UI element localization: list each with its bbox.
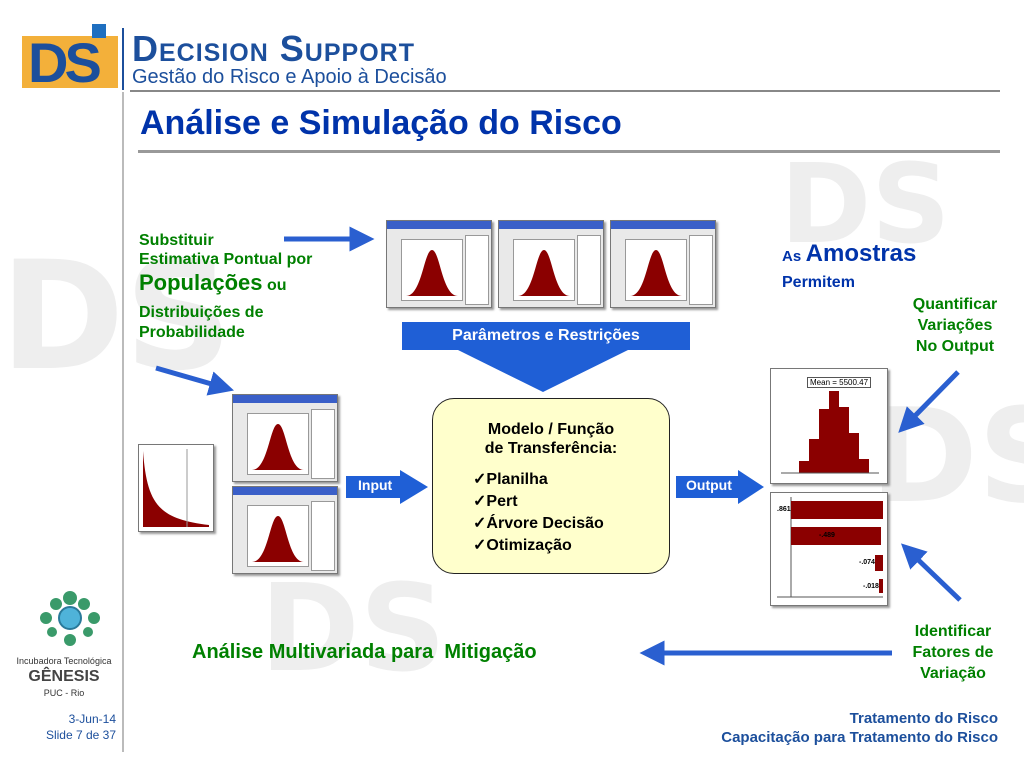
tornado-bar-1 bbox=[791, 501, 883, 519]
arrow-from-identificar bbox=[900, 543, 962, 602]
amostras-text: Amostras bbox=[805, 240, 917, 267]
tornado-bar-4 bbox=[879, 579, 883, 593]
watermark-ds-1: DS bbox=[780, 140, 951, 268]
input-label: Input bbox=[358, 477, 393, 493]
sidebar-rule bbox=[122, 92, 124, 752]
genesis-text: GÊNESIS bbox=[28, 668, 100, 685]
as-text: As bbox=[782, 248, 802, 265]
permitem-text: Permitem bbox=[782, 274, 855, 291]
populacoes-text: Populações bbox=[139, 270, 263, 295]
slide-number: Slide 7 de 37 bbox=[45, 728, 116, 742]
down-arrow bbox=[458, 350, 628, 392]
left-text-line4: Distribuições de bbox=[139, 304, 264, 321]
model-box: Modelo / Função de Transferência: ✓Plani… bbox=[432, 398, 670, 574]
tornado-label-3: -.074 bbox=[859, 559, 875, 566]
title-rule bbox=[138, 150, 1000, 153]
model-title-line1: Modelo / Função bbox=[487, 421, 615, 438]
header-rule bbox=[130, 90, 1000, 92]
tornado-label-2: -.489 bbox=[819, 532, 835, 539]
footer-line1: Tratamento do Risco bbox=[849, 710, 998, 727]
input-arrow-shape bbox=[346, 470, 428, 504]
ou-text: ou bbox=[266, 277, 287, 294]
logo-letters: DS bbox=[28, 31, 102, 94]
quantificar-line2: Variações bbox=[917, 317, 993, 334]
exponential-plot bbox=[138, 444, 214, 532]
logo: DS bbox=[22, 24, 122, 94]
watermark-ds-4: DS bbox=[260, 560, 447, 699]
model-title-line2: de Transferência: bbox=[484, 440, 618, 457]
identificar-line2: Fatores de bbox=[912, 644, 994, 661]
arrow-to-input-thumbs bbox=[155, 365, 235, 396]
input-distribution-thumbnail-1 bbox=[232, 394, 338, 482]
tornado-bar-3 bbox=[875, 555, 883, 571]
tornado-bar-2 bbox=[791, 527, 881, 545]
identificar-line1: Identificar bbox=[914, 623, 992, 640]
tornado-chart: .861 -.489 -.074 -.018 bbox=[770, 492, 888, 606]
distribution-thumbnail-1 bbox=[386, 220, 492, 308]
quantificar-line3: No Output bbox=[915, 338, 995, 355]
incubadora-text: Incubadora Tecnológica bbox=[16, 656, 112, 666]
slide-date: 3-Jun-14 bbox=[68, 712, 116, 726]
mitigacao-label: Análise Multivariada para Mitigação bbox=[192, 641, 537, 663]
watermark-ds-2: DS bbox=[0, 230, 233, 404]
identificar-line3: Variação bbox=[920, 665, 986, 682]
left-text-line2: Estimativa Pontual por bbox=[139, 251, 313, 268]
puc-text: PUC - Rio bbox=[43, 688, 85, 698]
arrow-from-quantificar bbox=[898, 370, 960, 433]
slide-title: Análise e Simulação do Risco bbox=[140, 104, 622, 142]
output-arrow-shape bbox=[676, 470, 764, 504]
input-distribution-thumbnail-2 bbox=[232, 486, 338, 574]
footer-line2: Capacitação para Tratamento do Risco bbox=[721, 729, 998, 746]
left-text-line3: Populações ou bbox=[139, 270, 286, 296]
tornado-label-4: -.018 bbox=[863, 583, 879, 590]
model-item-planilha: ✓Planilha bbox=[473, 471, 548, 488]
model-item-pert: ✓Pert bbox=[473, 493, 518, 510]
output-label: Output bbox=[686, 477, 732, 493]
params-restrictions-banner: Parâmetros e Restrições bbox=[402, 322, 690, 350]
model-item-otimizacao: ✓Otimização bbox=[473, 537, 572, 554]
quantificar-line1: Quantificar bbox=[912, 296, 998, 313]
left-text-line1: Substituir bbox=[139, 232, 214, 249]
watermark-ds-3: DS bbox=[870, 380, 1024, 532]
amostras-line: As Amostras bbox=[782, 240, 916, 268]
left-text-line5: Probabilidade bbox=[139, 324, 245, 341]
output-histogram: Mean = 5500.47 bbox=[770, 368, 888, 484]
company-tagline: Gestão do Risco e Apoio à Decisão bbox=[132, 66, 447, 88]
genesis-logo-icon bbox=[40, 591, 100, 646]
distribution-thumbnail-2 bbox=[498, 220, 604, 308]
model-item-arvore: ✓Árvore Decisão bbox=[473, 515, 604, 532]
histogram-mean-label: Mean = 5500.47 bbox=[807, 377, 872, 388]
company-name: Decision Support bbox=[132, 28, 415, 69]
header-divider-vertical bbox=[122, 28, 124, 90]
tornado-label-1: .861 bbox=[777, 506, 791, 513]
distribution-thumbnail-3 bbox=[610, 220, 716, 308]
